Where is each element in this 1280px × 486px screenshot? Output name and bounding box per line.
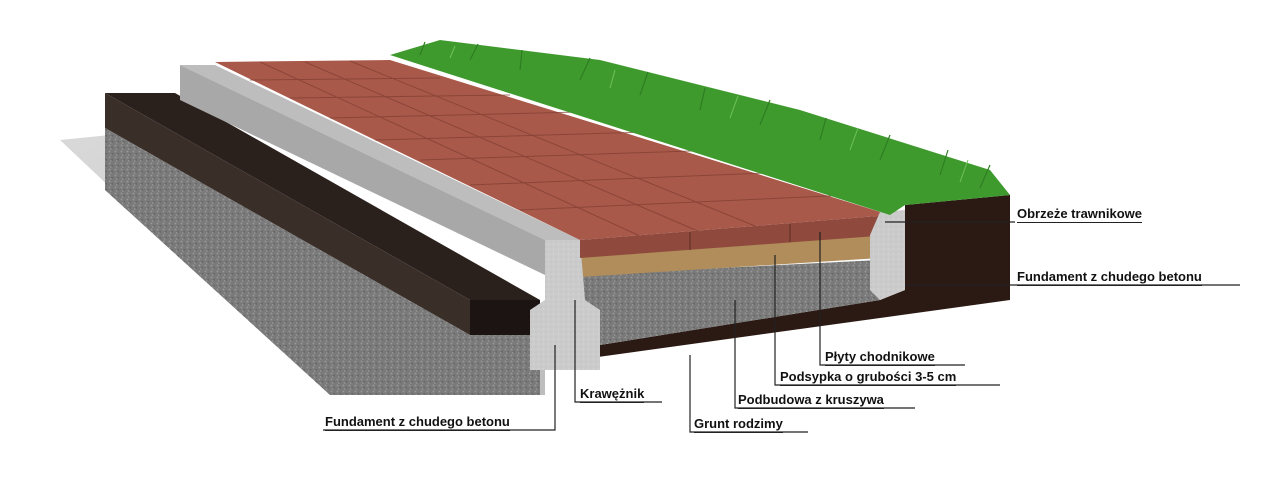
label-foundation-right: Fundament z chudego betonu xyxy=(1017,269,1202,286)
lower-step-side xyxy=(105,93,470,335)
label-foundation-left: Fundament z chudego betonu xyxy=(325,414,510,431)
lower-step-front xyxy=(470,300,540,335)
paving-slabs-top xyxy=(215,60,890,240)
curb-side xyxy=(180,65,545,275)
lower-step-top xyxy=(105,93,540,300)
curb-top xyxy=(180,65,580,240)
label-aggregate-base: Podbudowa z kruszywa xyxy=(738,392,884,409)
label-curb: Krawężnik xyxy=(580,386,645,403)
label-bedding-layer: Podsypka o grubości 3-5 cm xyxy=(780,369,957,386)
label-native-soil: Grunt rodzimy xyxy=(694,416,783,433)
step-base xyxy=(105,128,540,395)
curb-front xyxy=(530,240,600,370)
grass-blades xyxy=(419,41,991,189)
label-lawn-edging: Obrzeże trawnikowe xyxy=(1017,206,1142,223)
bedding-layer-front xyxy=(580,235,880,277)
lawn-edging xyxy=(870,210,905,300)
paving-slabs-front xyxy=(580,215,890,258)
grass-area xyxy=(390,40,1010,215)
label-paving-slabs: Płyty chodnikowe xyxy=(825,349,935,366)
paver-joints xyxy=(249,60,851,237)
aggregate-base-front xyxy=(580,260,880,345)
